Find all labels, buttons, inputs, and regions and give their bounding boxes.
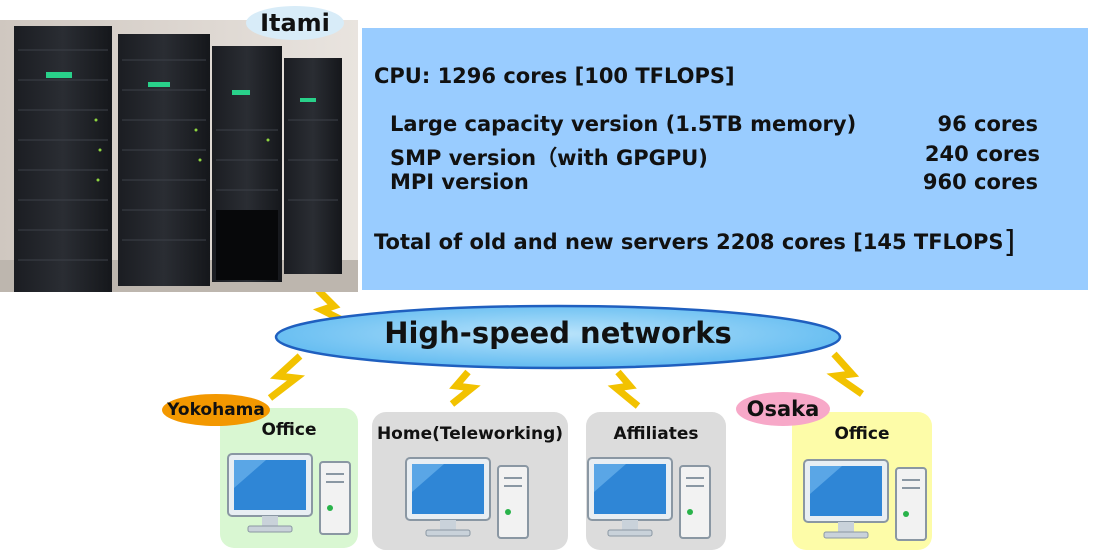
- computer-icon: [405, 457, 529, 539]
- computer-icon: [227, 453, 351, 535]
- bolt-affiliates: [607, 369, 641, 409]
- spec-row-smp-value: 240 cores: [924, 142, 1040, 166]
- server-rack-image: [0, 20, 358, 292]
- site-label: Office: [834, 424, 890, 444]
- bolt-osaka: [826, 351, 864, 397]
- osaka-badge: Osaka: [736, 392, 830, 426]
- cpu-summary: CPU: 1296 cores [100 TFLOPS]: [374, 64, 735, 88]
- site-label: Office: [261, 420, 317, 440]
- network-label: High-speed networks: [384, 316, 732, 350]
- network-ellipse: [274, 304, 842, 370]
- spec-row-smp-label: SMP version（with GPGPU): [390, 146, 708, 170]
- yokohama-badge: Yokohama: [162, 394, 270, 426]
- site-label: Home(Teleworking): [376, 424, 564, 444]
- bolt-home: [449, 369, 481, 407]
- total-summary: Total of old and new servers 2208 cores …: [374, 222, 1016, 260]
- total-summary-text: Total of old and new servers 2208 cores …: [374, 230, 1004, 254]
- spec-panel: [362, 28, 1088, 290]
- itami-location-label: Itami: [246, 6, 344, 40]
- spec-row-mpi-value: 960 cores: [922, 170, 1038, 194]
- computer-icon: [803, 459, 927, 541]
- bolt-yokohama: [267, 353, 306, 401]
- spec-row-mpi-label: MPI version: [390, 170, 529, 194]
- computer-icon: [587, 457, 711, 539]
- spec-row-large-value: 96 cores: [937, 112, 1038, 136]
- site-label: Affiliates: [613, 424, 699, 444]
- closing-bracket: ]: [1003, 225, 1016, 260]
- spec-row-large-label: Large capacity version (1.5TB memory): [390, 112, 857, 136]
